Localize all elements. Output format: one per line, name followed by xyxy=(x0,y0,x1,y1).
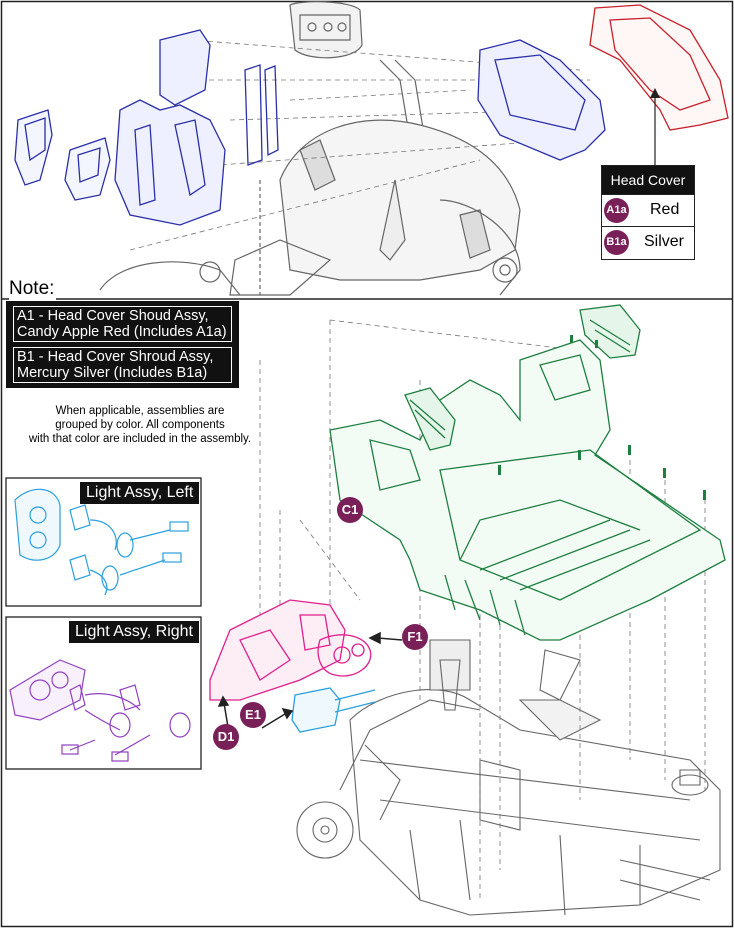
head-cover-row-b1a: B1a Silver xyxy=(602,226,694,258)
note-item-b1: B1 - Head Cover Shroud Assy, Mercury Sil… xyxy=(6,342,239,388)
note-caption-line-2: grouped by color. All components xyxy=(55,419,225,431)
callout-f1: F1 xyxy=(402,624,428,650)
code-badge-a1a: A1a xyxy=(604,198,629,223)
color-label-red: Red xyxy=(650,201,680,218)
scooter-frame-top xyxy=(99,1,521,296)
callout-e1: E1 xyxy=(240,702,266,728)
scooter-chassis xyxy=(296,639,721,916)
note-caption: When applicable, assemblies are grouped … xyxy=(2,404,278,446)
head-cover-table: Head Cover A1a Red B1a Silver xyxy=(601,165,695,260)
note-item-a1-line2: Candy Apple Red (Includes A1a) xyxy=(17,324,227,340)
note-item-a1: A1 - Head Cover Shoud Assy, Candy Apple … xyxy=(6,301,239,347)
note-caption-line-3: with that color are included in the asse… xyxy=(28,433,252,445)
note-item-b1-line1: B1 - Head Cover Shroud Assy, xyxy=(17,349,214,365)
light-assy-right-drawing xyxy=(9,659,191,762)
callout-c1: C1 xyxy=(337,497,363,523)
light-assy-left-title: Light Assy, Left xyxy=(80,482,200,504)
callout-d1: D1 xyxy=(213,724,239,750)
note-item-b1-line2: Mercury Silver (Includes B1a) xyxy=(17,365,208,381)
note-item-a1-line1: A1 - Head Cover Shoud Assy, xyxy=(17,308,209,324)
code-badge-b1a: B1a xyxy=(604,230,629,255)
head-cover-blue-parts xyxy=(14,29,606,226)
head-cover-red-part xyxy=(589,4,729,131)
light-housing-pink-part xyxy=(209,599,372,701)
head-cover-row-a1a: A1a Red xyxy=(602,194,694,226)
color-label-silver: Silver xyxy=(644,233,685,250)
fender-green-part xyxy=(329,304,726,641)
bracket-cyan-part xyxy=(291,687,376,733)
note-heading: Note: xyxy=(9,278,57,300)
note-caption-line-1: When applicable, assemblies are xyxy=(55,405,225,417)
light-assy-left-drawing xyxy=(14,488,189,596)
light-assy-right-title: Light Assy, Right xyxy=(69,621,199,643)
head-cover-table-title: Head Cover xyxy=(602,166,694,194)
